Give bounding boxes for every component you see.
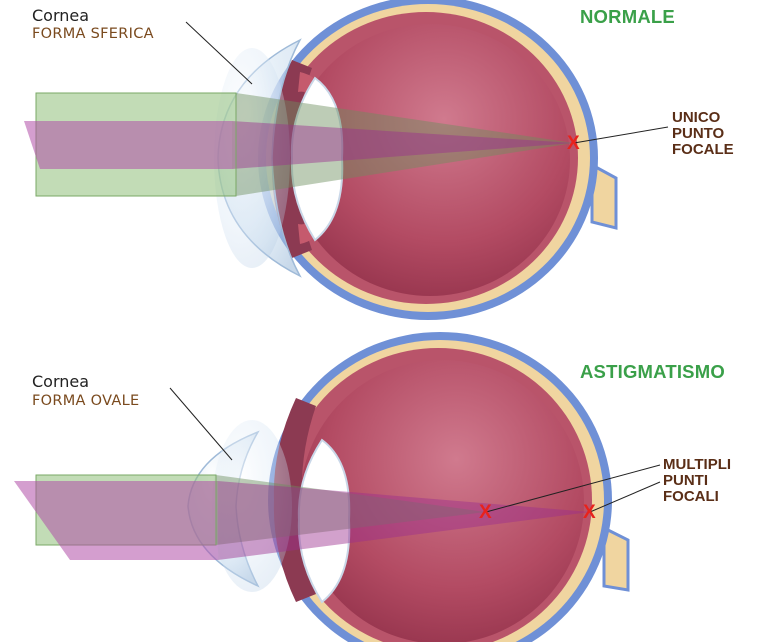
top-focal-pointer: [573, 126, 669, 144]
bottom-lens: [297, 438, 351, 604]
top-title: NORMALE: [580, 6, 675, 27]
top-optic-nerve: [590, 162, 618, 230]
top-converge-green: [236, 93, 574, 196]
bottom-converge-green: [216, 475, 486, 545]
bottom-optic-nerve: [602, 525, 630, 592]
bottom-shape-label: FORMA OVALE: [32, 393, 140, 409]
top-focal-line-1: UNICO: [672, 109, 721, 126]
bottom-focus-mark-2: X: [583, 502, 596, 523]
bottom-focus-mark-1: X: [479, 502, 492, 523]
top-cornea-pointer: [185, 21, 253, 85]
top-focal-label: UNICO PUNTO FOCALE: [672, 110, 734, 158]
top-converge-magenta: [232, 121, 574, 169]
bottom-title: ASTIGMATISMO: [580, 361, 725, 382]
top-light-beams: [24, 92, 574, 197]
bottom-eye: [187, 332, 630, 642]
bottom-focal-line-3: FOCALI: [663, 488, 719, 505]
top-focus-mark: X: [567, 133, 580, 154]
top-vitreous: [290, 24, 570, 296]
bottom-focal-pointer-2: [589, 481, 661, 513]
bottom-cornea-label: Cornea: [32, 372, 90, 391]
bottom-focal-line-1: MULTIPLI: [663, 456, 732, 473]
top-shape-label: FORMA SFERICA: [32, 26, 154, 42]
top-beam-magenta: [24, 121, 232, 169]
bottom-converge-magenta: [218, 481, 590, 560]
top-lens: [290, 76, 344, 242]
top-focal-line-2: PUNTO: [672, 125, 725, 142]
top-cornea-label: Cornea: [32, 6, 90, 25]
top-focal-line-3: FOCALE: [672, 141, 734, 158]
bottom-focal-line-2: PUNTI: [663, 472, 708, 489]
bottom-vitreous: [300, 360, 584, 642]
bottom-beam-magenta: [14, 481, 218, 560]
bottom-focal-label: MULTIPLI PUNTI FOCALI: [663, 457, 731, 505]
bottom-cornea-pointer: [169, 387, 233, 461]
top-eye: [214, 0, 618, 320]
bottom-light-beams: [14, 474, 590, 560]
bottom-focal-pointer-1: [485, 464, 661, 513]
